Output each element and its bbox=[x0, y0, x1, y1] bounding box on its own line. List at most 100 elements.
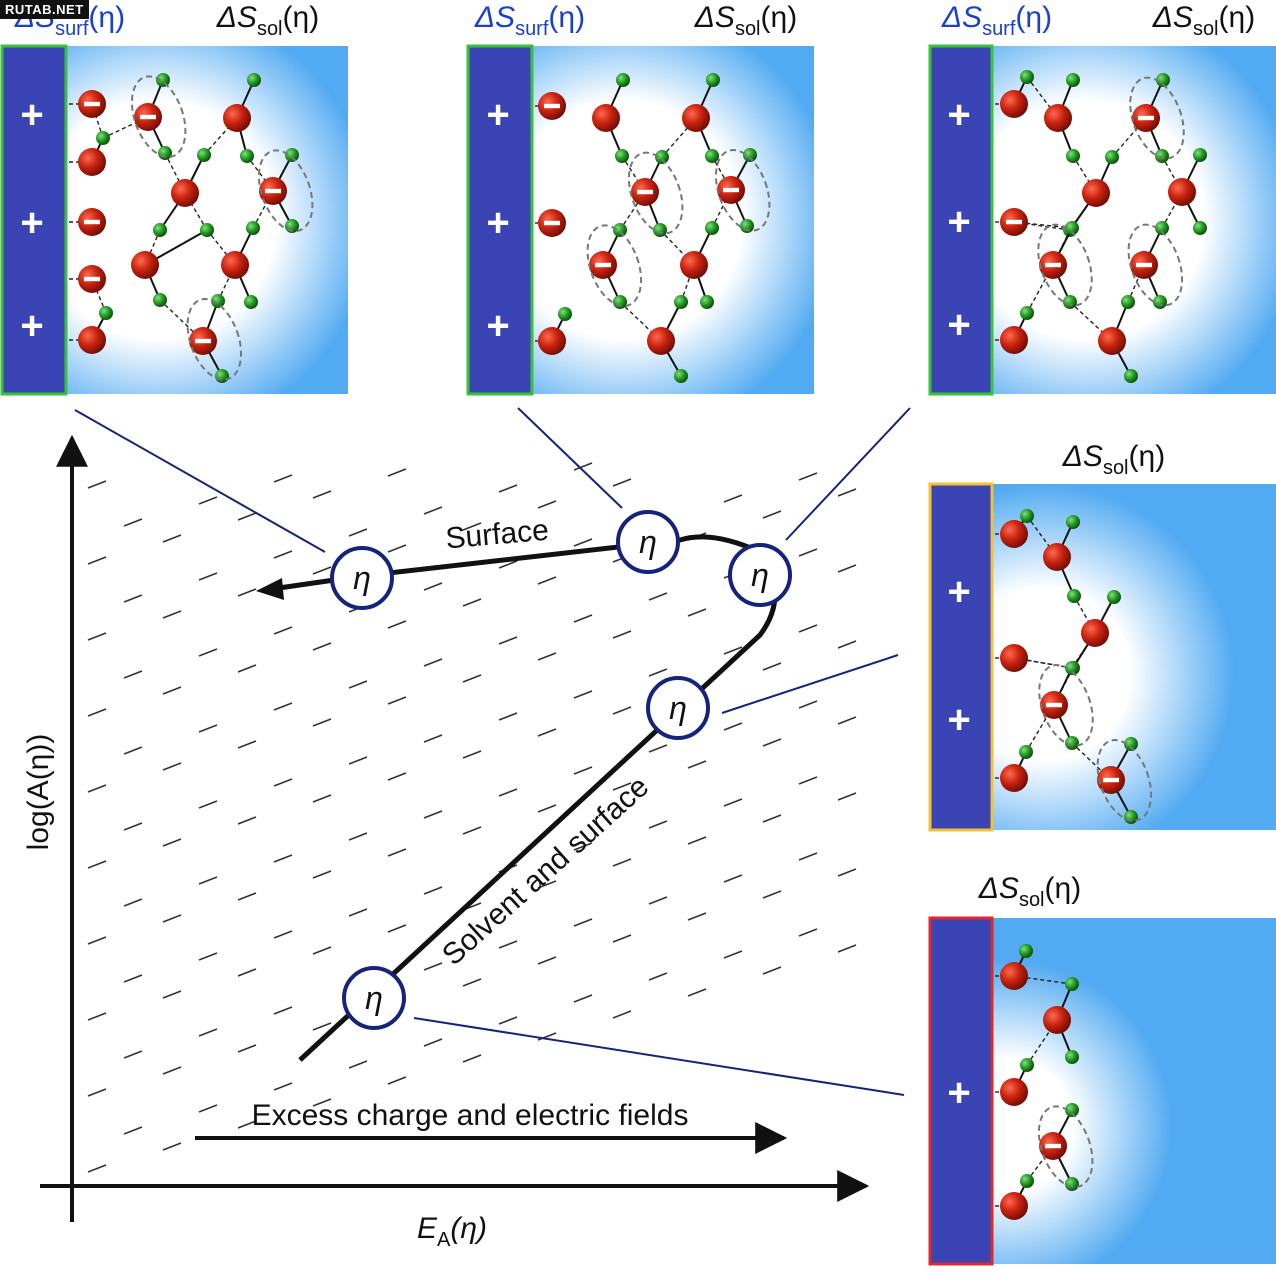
dash-mark bbox=[462, 978, 482, 987]
dash-mark bbox=[312, 870, 332, 879]
hydrogen-atom bbox=[700, 295, 714, 309]
negative-charge-symbol bbox=[195, 338, 211, 344]
hydroxide-ion bbox=[586, 223, 643, 309]
dash-mark bbox=[837, 868, 857, 877]
dash-mark bbox=[312, 642, 332, 651]
dash-mark bbox=[123, 670, 143, 679]
dash-mark bbox=[387, 924, 407, 933]
connector-line bbox=[517, 407, 623, 509]
dash-mark bbox=[348, 1060, 368, 1069]
dash-mark bbox=[237, 1044, 257, 1053]
eta-node: η bbox=[728, 543, 792, 607]
dash-mark bbox=[87, 1164, 107, 1173]
negative-charge-symbol bbox=[1006, 219, 1022, 225]
surface-entropy-label: ΔSsurf(η) bbox=[474, 1, 585, 40]
dash-mark bbox=[198, 800, 218, 809]
water-molecule bbox=[131, 223, 214, 307]
dash-mark bbox=[687, 760, 707, 769]
hydroxide-ion bbox=[1000, 208, 1028, 236]
water-molecule bbox=[1044, 73, 1080, 163]
dash-mark bbox=[462, 826, 482, 835]
dash-mark bbox=[723, 950, 743, 959]
hydrogen-atom bbox=[1156, 73, 1170, 87]
dash-mark bbox=[837, 716, 857, 725]
solvation-shell bbox=[1037, 223, 1093, 307]
hydrogen-atom bbox=[613, 223, 627, 237]
hydroxide-ion bbox=[538, 92, 566, 120]
dash-mark bbox=[162, 1142, 182, 1151]
hydrogen-atom bbox=[1124, 369, 1138, 383]
dash-mark bbox=[573, 994, 593, 1003]
dash-mark bbox=[198, 648, 218, 657]
dash-mark bbox=[687, 912, 707, 921]
eta-symbol: η bbox=[639, 524, 657, 560]
hydrogen-atom bbox=[211, 294, 225, 308]
dash-mark bbox=[612, 478, 632, 487]
dash-mark bbox=[123, 518, 143, 527]
solvent-surface-curve-label: Solvent and surface bbox=[436, 770, 655, 972]
dash-mark bbox=[273, 778, 293, 787]
water-molecule bbox=[680, 221, 719, 309]
dash-mark bbox=[123, 746, 143, 755]
hydrogen-atom bbox=[99, 306, 113, 320]
dash-mark bbox=[87, 556, 107, 565]
dash-mark bbox=[573, 462, 593, 471]
oxygen-atom bbox=[1168, 178, 1196, 206]
dash-mark bbox=[87, 480, 107, 489]
positive-charge-symbol: + bbox=[947, 93, 970, 137]
hydrogen-atom bbox=[158, 146, 172, 160]
dash-mark bbox=[237, 512, 257, 521]
negative-charge-symbol bbox=[1136, 262, 1152, 268]
hydrogen-atom bbox=[1155, 221, 1169, 235]
positive-charge-symbol: + bbox=[20, 304, 43, 348]
oxygen-atom bbox=[682, 104, 710, 132]
dash-mark bbox=[612, 630, 632, 639]
dash-mark bbox=[423, 506, 443, 515]
dash-mark bbox=[348, 680, 368, 689]
solvation-shell bbox=[1127, 223, 1184, 307]
hydrogen-atom bbox=[674, 369, 688, 383]
hydrogen-atom bbox=[1105, 150, 1119, 164]
solvent-entropy-label: ΔSsol(η) bbox=[1062, 440, 1165, 479]
positive-charge-symbol: + bbox=[486, 201, 509, 245]
positive-charge-symbol: + bbox=[486, 304, 509, 348]
dash-mark bbox=[312, 490, 332, 499]
dash-mark bbox=[423, 734, 443, 743]
hydrogen-bond bbox=[659, 229, 695, 266]
hydrogen-atom bbox=[1193, 221, 1207, 235]
hydrogen-atom bbox=[615, 149, 629, 163]
hydroxide-ion bbox=[78, 265, 106, 293]
dash-mark bbox=[237, 740, 257, 749]
water-molecule bbox=[647, 295, 688, 383]
negative-charge-symbol bbox=[544, 220, 560, 226]
hydrogen-atom bbox=[705, 149, 719, 163]
dash-mark bbox=[87, 784, 107, 793]
dash-mark bbox=[162, 610, 182, 619]
dash-mark bbox=[798, 472, 818, 481]
eta-symbol: η bbox=[353, 560, 371, 596]
molecules bbox=[69, 73, 314, 383]
water-molecule bbox=[1043, 977, 1079, 1064]
oxygen-atom bbox=[1043, 1006, 1071, 1034]
water-molecule bbox=[682, 73, 720, 163]
dash-mark bbox=[237, 1120, 257, 1129]
hydroxide-ion bbox=[714, 148, 771, 233]
dash-mark bbox=[723, 646, 743, 655]
dash-mark bbox=[237, 588, 257, 597]
dash-mark bbox=[648, 744, 668, 753]
dash-mark bbox=[798, 776, 818, 785]
solvation-shell bbox=[130, 75, 187, 158]
positive-charge-symbol: + bbox=[20, 201, 43, 245]
solvation-shell bbox=[1129, 76, 1185, 160]
oxygen-atom bbox=[592, 104, 620, 132]
y-axis-label: log(A(η)) bbox=[22, 734, 55, 851]
solvation-shell bbox=[586, 224, 643, 307]
oxygen-atom bbox=[538, 327, 566, 355]
hydrogen-atom bbox=[1020, 70, 1034, 84]
pathway-curve: Surface Solvent and surface Excess charg… bbox=[195, 514, 788, 1154]
positive-charge-symbol: + bbox=[486, 93, 509, 137]
surface-curve-label: Surface bbox=[444, 514, 550, 556]
dash-mark bbox=[273, 550, 293, 559]
hydrogen-atom bbox=[558, 307, 572, 321]
